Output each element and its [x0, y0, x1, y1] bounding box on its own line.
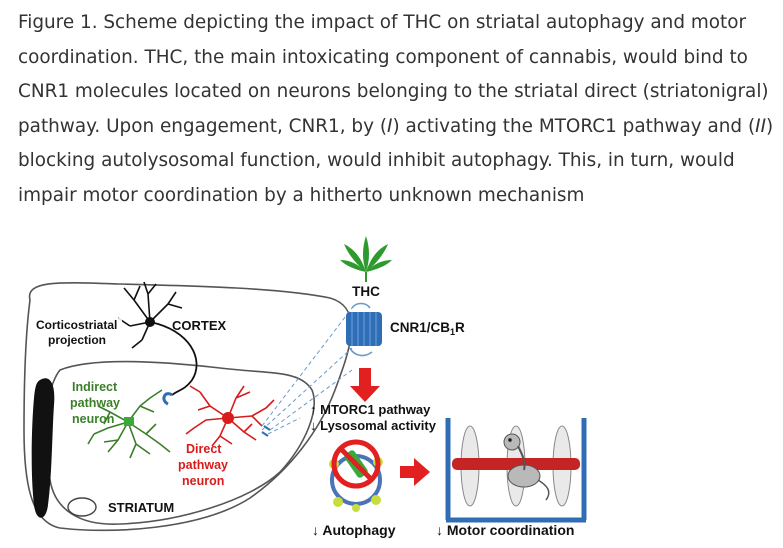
figure-caption: Figure 1. Scheme depicting the impact of…	[18, 6, 774, 214]
caption-roman-i: I	[387, 115, 393, 137]
cortical-neuron-soma	[145, 317, 155, 327]
indirect-neuron-soma	[124, 417, 134, 426]
direct-label-2: pathway	[178, 458, 228, 472]
striatum-label: STRIATUM	[108, 500, 174, 515]
indirect-label-1: Indirect	[72, 380, 118, 394]
neuron-receptor-mark	[261, 425, 271, 437]
striatum-oval	[67, 497, 97, 517]
brain-outline	[23, 282, 353, 532]
caption-roman-ii: II	[755, 115, 766, 137]
prohibition-icon	[331, 439, 381, 489]
cortical-neuron	[117, 281, 198, 396]
direct-label-3: neuron	[182, 474, 224, 488]
mtorc1-label: ↑ MTORC1 pathway	[310, 402, 431, 417]
scheme-diagram: THC CNR1/CB1R ↑ MTORC1 pathway ↓ Lysosom…	[23, 236, 587, 538]
indirect-label-3: neuron	[72, 412, 114, 426]
caption-text-2: ) activating the MTORC1 pathway and (	[392, 115, 756, 137]
cortex-label: CORTEX	[172, 318, 227, 333]
thc-label: THC	[352, 284, 380, 299]
mouse-icon	[503, 433, 550, 501]
indirect-neuron	[87, 389, 171, 459]
direct-neuron	[185, 385, 275, 447]
motor-label: ↓ Motor coordination	[436, 522, 574, 538]
corticostriatal-label-1: Corticostriatal	[36, 318, 117, 332]
caption-text-1: Figure 1. Scheme depicting the impact of…	[18, 12, 769, 137]
direct-neuron-soma	[222, 412, 234, 424]
caption-text-3: ) blocking autolysosomal function, would…	[18, 115, 774, 206]
cannabis-leaf-icon	[340, 236, 392, 282]
ventricle-shape	[31, 378, 55, 518]
red-down-arrow	[350, 368, 380, 402]
indirect-label-2: pathway	[70, 396, 120, 410]
corticostriatal-label-2: projection	[48, 333, 106, 347]
corticostriatal-box	[32, 318, 122, 348]
direct-label-1: Direct	[186, 442, 222, 456]
cnr1-label: CNR1/CB1R	[390, 320, 465, 337]
cnr1-receptor-icon	[346, 302, 382, 357]
lysosomal-label: ↓ Lysosomal activity	[310, 418, 437, 433]
red-right-arrow	[400, 458, 430, 486]
axon-terminal	[162, 392, 173, 406]
autophagy-label: ↓ Autophagy	[312, 522, 396, 538]
